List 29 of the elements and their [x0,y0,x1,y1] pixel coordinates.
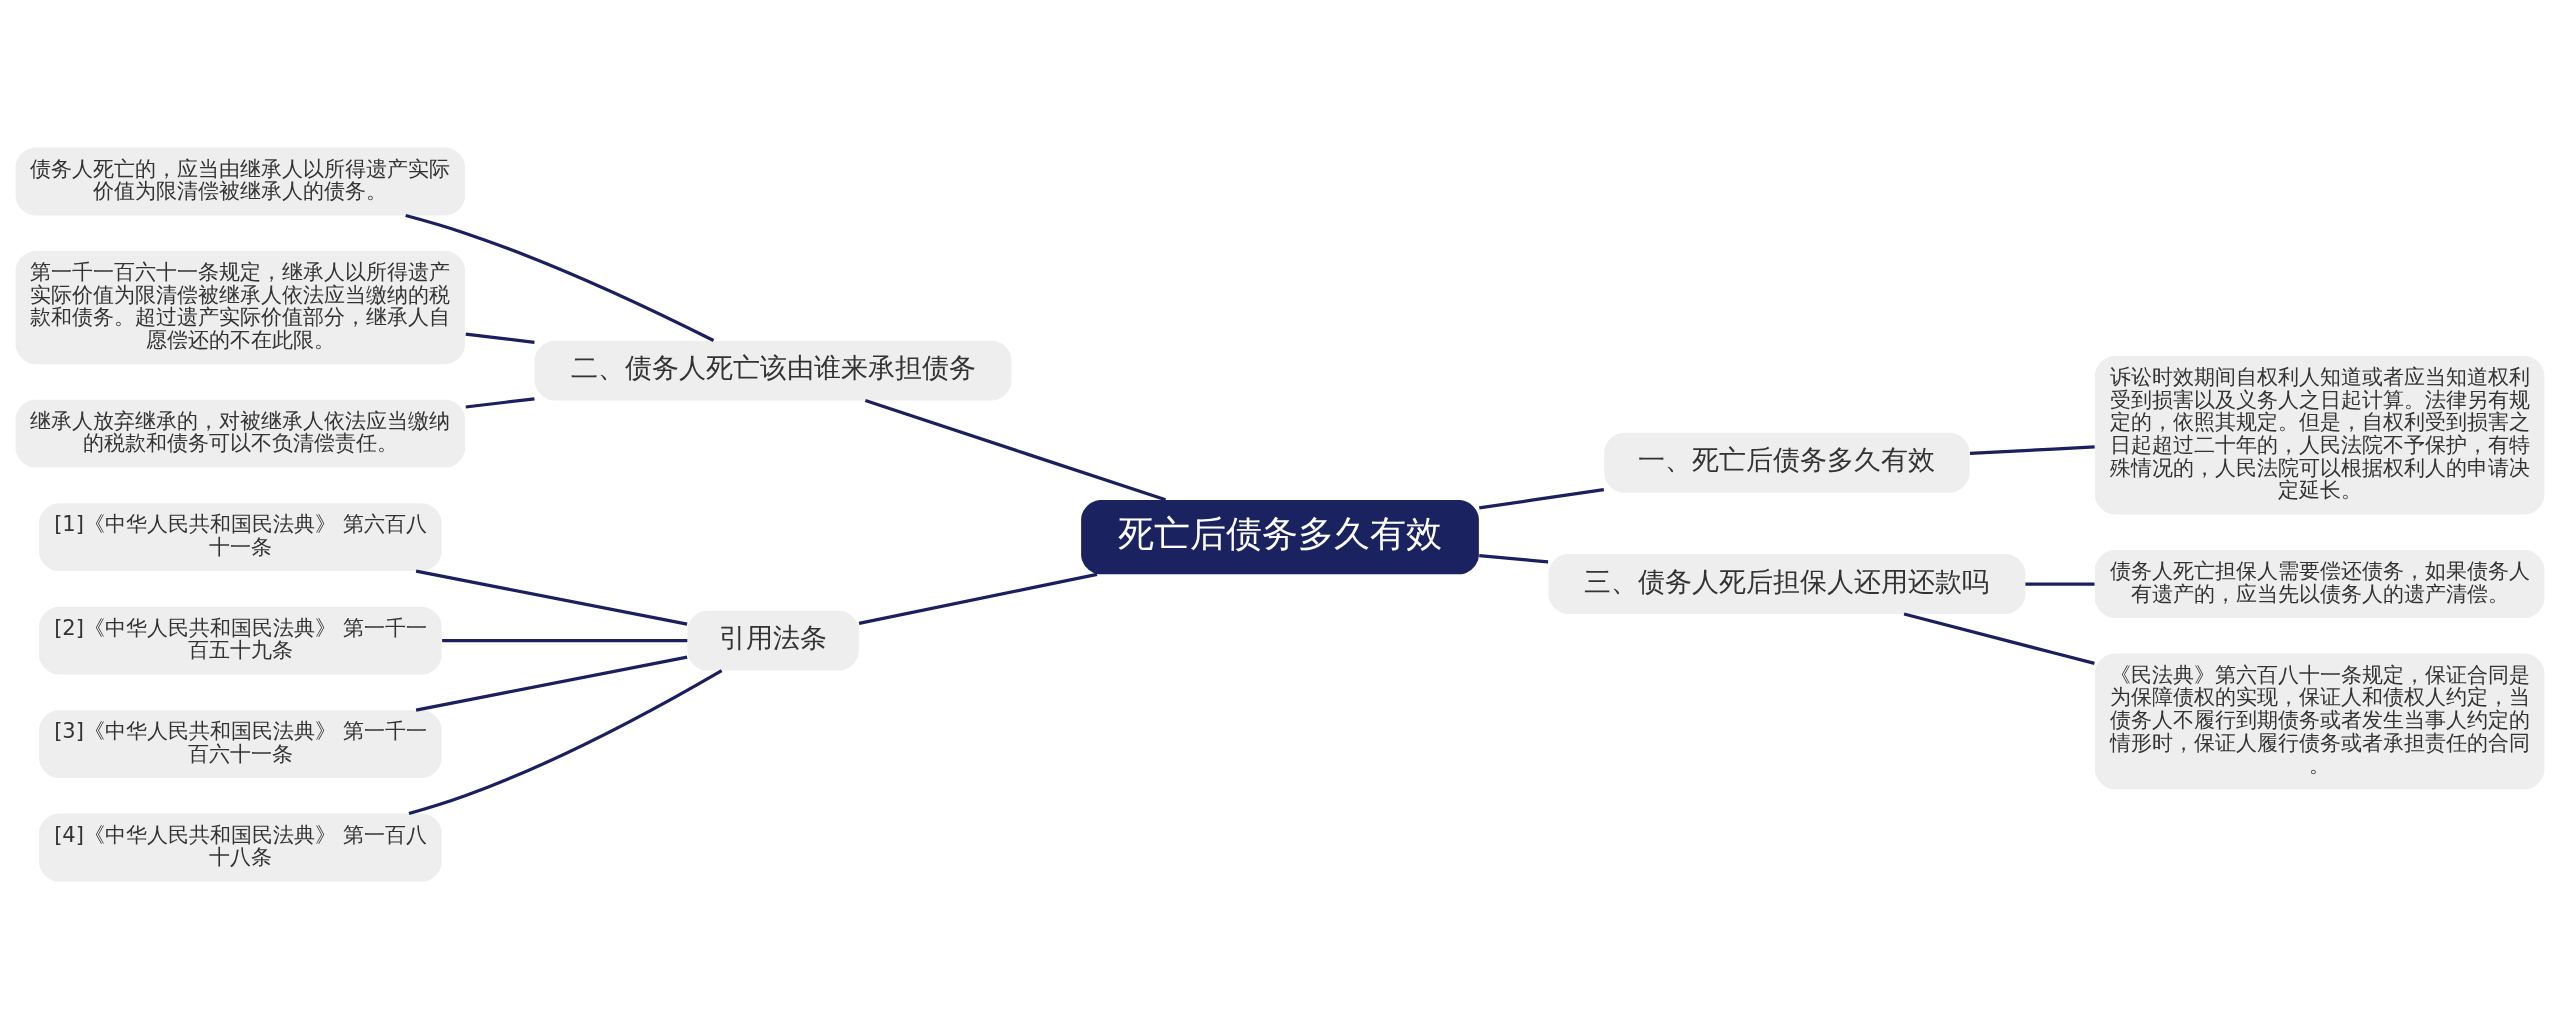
node-box: [1]《中华人民共和国民法典》 第六百八十一条 [39,502,442,571]
node-box: [2]《中华人民共和国民法典》 第一千一百五十九条 [39,606,442,675]
connector [408,668,723,815]
node-box: 债务人死亡担保人需要偿还债务，如果债务人有遗产的，应当先以债务人的遗产清偿。 [2094,549,2545,618]
connector [1903,611,2095,665]
connector [864,398,1167,501]
connector [1479,487,1605,510]
connector [2025,581,2095,586]
connector [405,213,715,342]
node-box: 诉讼时效期间自权利人知道或者应当知道权利受到损害以及义务人之日起计算。法律另有规定的，依照其规定。但是，自权利受到损害之日起超过二十年的，人民法院不予保护，有特殊情况的，人民法院可以根据权利人的申请决定延长。 [2094,355,2545,514]
connector [442,638,688,642]
connector [858,572,1098,625]
connector [465,396,535,409]
node-box: 死亡后债务多久有效 [1081,499,1479,574]
connector [415,569,688,626]
node-box: [4]《中华人民共和国民法典》 第一百八十八条 [39,813,442,882]
node-box: 第一千一百六十一条规定，继承人以所得遗产实际价值为限清偿被继承人依法应当缴纳的税款和债务。超过遗产实际价值部分，继承人自愿偿还的不在此限。 [15,250,466,364]
node-box: 一、死亡后债务多久有效 [1604,432,1970,493]
connector [1479,553,1549,564]
connector [415,655,688,712]
node-box: 继承人放弃继承的，对被继承人依法应当缴纳的税款和债务可以不负清偿责任。 [15,399,466,468]
connector [1969,444,2095,455]
connector [465,332,535,344]
node-box: 三、债务人死后担保人还用还款吗 [1548,553,2026,614]
node-box: [3]《中华人民共和国民法典》 第一千一百六十一条 [39,709,442,778]
node-box: 引用法条 [687,610,859,671]
node-box: 债务人死亡的，应当由继承人以所得遗产实际价值为限清偿被继承人的债务。 [15,146,466,215]
node-box: 二、债务人死亡该由谁来承担债务 [534,340,1012,400]
node-box: 《民法典》第六百八十一条规定，保证合同是为保障债权的实现，保证人和债权人约定，当债务人不履行到期债务或者发生当事人约定的情形时，保证人履行债务或者承担责任的合同。 [2094,653,2545,789]
